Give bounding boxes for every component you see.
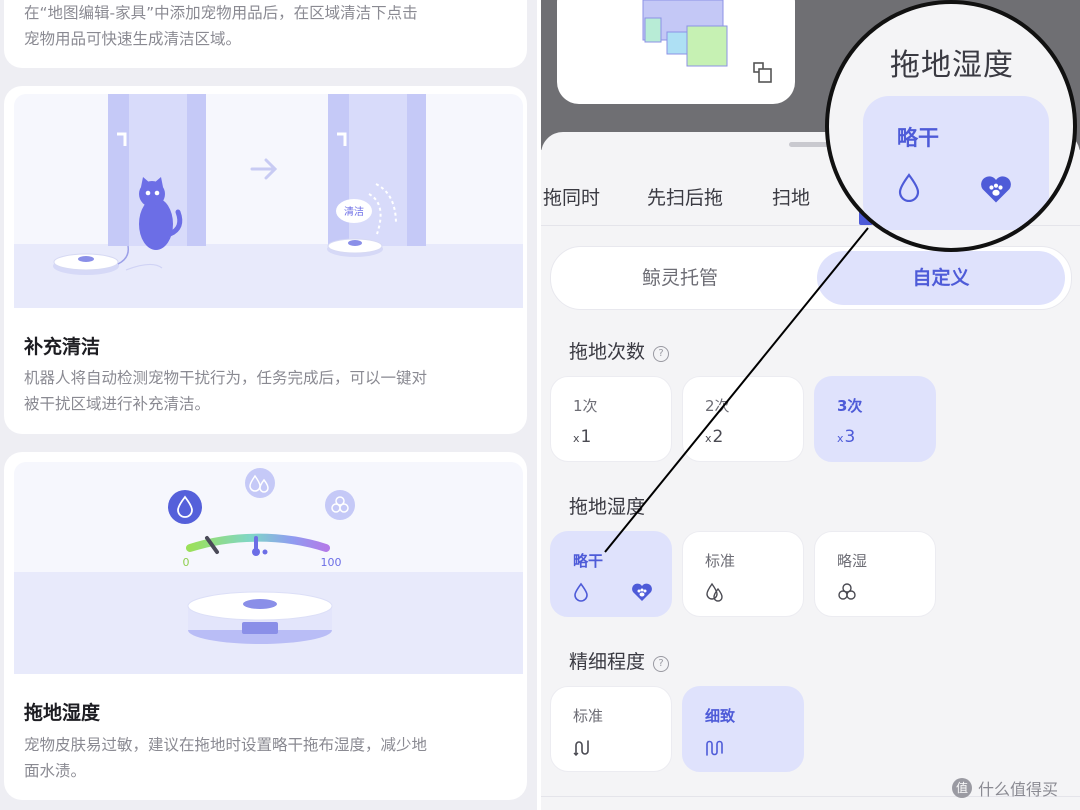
map-expand-icon[interactable] (753, 62, 773, 84)
supplementary-clean-desc-line2: 被干扰区域进行补充清洁。 (24, 395, 211, 413)
times-prefix: x (837, 432, 844, 445)
standard-droplet-icon (245, 468, 275, 498)
fineness-option-fine[interactable]: 细致 (682, 686, 804, 772)
map-preview (642, 0, 728, 67)
supplementary-clean-card: 清洁 补充清洁 机器人将自动检测宠物干扰行为，任务完成后，可以一键对 被干扰区域… (4, 86, 527, 434)
option-sub: x2 (705, 427, 723, 447)
option-label: 略湿 (837, 552, 868, 570)
gauge-max-label: 100 (321, 556, 342, 569)
mop-humidity-card: 0 100 (4, 452, 527, 800)
option-label: 细致 (705, 707, 736, 725)
mop-count-title-text: 拖地次数 (569, 341, 646, 363)
mop-count-option-3[interactable]: 3次 x3 (814, 376, 936, 462)
tabs-divider (541, 225, 1080, 226)
zoom-droplet-icon (898, 173, 920, 202)
mop-humidity-desc-line2: 面水渍。 (24, 762, 87, 780)
pet-paw-heart-icon (632, 583, 652, 601)
option-sub-number: 3 (844, 427, 856, 447)
help-icon[interactable]: ? (653, 656, 670, 672)
zoom-option-label: 略干 (897, 126, 939, 150)
zoom-title: 拖地湿度 (890, 48, 1014, 83)
fineness-option-standard[interactable]: 标准 (550, 686, 672, 772)
watermark-logo-icon: 值 (952, 778, 972, 798)
supplementary-clean-desc-line1: 机器人将自动检测宠物干扰行为，任务完成后，可以一键对 (24, 369, 428, 387)
option-sub: x1 (573, 427, 591, 447)
watermark-text: 什么值得买 (978, 780, 1059, 799)
pet-area-desc-line1: 在“地图编辑-家具”中添加宠物用品后，在区域清洁下点击 (24, 4, 418, 22)
pet-area-card: 在“地图编辑-家具”中添加宠物用品后，在区域清洁下点击 宠物用品可快速生成清洁区… (4, 0, 527, 68)
double-droplet-icon (706, 582, 723, 602)
supplementary-clean-image: 清洁 (14, 94, 523, 308)
tab-sweep[interactable]: 扫地 (772, 187, 811, 209)
mop-count-option-2[interactable]: 2次 x2 (682, 376, 804, 462)
help-icon[interactable]: ? (653, 346, 670, 362)
humidity-option-standard[interactable]: 标准 (682, 531, 804, 617)
bottom-divider (541, 796, 1080, 797)
robot-vacuum-icon (187, 591, 333, 644)
option-label: 3次 (837, 397, 863, 415)
supplementary-clean-title: 补充清洁 (24, 336, 101, 358)
option-label: 标准 (705, 552, 736, 570)
mop-humidity-desc-line1: 宠物皮肤易过敏，建议在拖地时设置略干拖布湿度，减少地 (24, 736, 428, 754)
option-label: 1次 (573, 397, 598, 415)
dry-droplet-icon (168, 490, 202, 524)
zoom-option-card: 略干 (863, 96, 1049, 230)
triple-droplet-icon (838, 583, 856, 600)
times-prefix: x (705, 432, 712, 445)
zoom-pet-paw-heart-icon (981, 176, 1011, 203)
fineness-title: 精细程度? (569, 647, 670, 674)
option-label: 2次 (705, 397, 730, 415)
mop-humidity-title: 拖地湿度 (24, 702, 101, 724)
cat-icon (139, 177, 183, 250)
sheet-drag-handle[interactable] (789, 142, 833, 147)
mop-humidity-image: 0 100 (14, 468, 523, 674)
fineness-title-text: 精细程度 (569, 651, 646, 673)
humidity-option-slightly-wet[interactable]: 略湿 (814, 531, 936, 617)
segment-option-ai-hosted[interactable]: 鲸灵托管 (641, 267, 718, 289)
pet-area-desc-line2: 宠物用品可快速生成清洁区域。 (24, 30, 242, 48)
droplet-icon (574, 582, 588, 602)
tab-sweep-then-mop[interactable]: 先扫后拖 (647, 187, 724, 209)
option-sub-number: 2 (712, 427, 724, 447)
bubble-text: 清洁 (344, 205, 364, 218)
path-fine-icon (706, 740, 723, 756)
option-label: 略干 (573, 552, 604, 570)
tab-mop-simultaneous[interactable]: 拖同时 (543, 187, 601, 209)
mop-count-title: 拖地次数? (569, 337, 670, 364)
times-prefix: x (573, 432, 580, 445)
option-sub: x3 (837, 427, 855, 447)
feature-intro-panel: 在“地图编辑-家具”中添加宠物用品后，在区域清洁下点击 宠物用品可快速生成清洁区… (0, 0, 537, 810)
wet-droplet-icon (325, 490, 355, 520)
path-standard-icon (573, 740, 589, 756)
zoom-callout: 拖地湿度 略干 (825, 0, 1077, 252)
map-card[interactable] (557, 0, 795, 104)
segment-option-custom[interactable]: 自定义 (817, 251, 1065, 305)
option-label: 标准 (573, 707, 604, 725)
option-sub-number: 1 (580, 427, 592, 447)
gauge-min-label: 0 (183, 556, 190, 569)
mop-humidity-illustration: 0 100 (14, 462, 523, 674)
thermometer-icon (252, 536, 268, 556)
mop-humidity-section-title: 拖地湿度 (569, 496, 646, 518)
supplementary-clean-illustration: 清洁 (14, 94, 523, 308)
watermark: 值 什么值得买 (952, 776, 1058, 800)
mop-count-option-1[interactable]: 1次 x1 (550, 376, 672, 462)
